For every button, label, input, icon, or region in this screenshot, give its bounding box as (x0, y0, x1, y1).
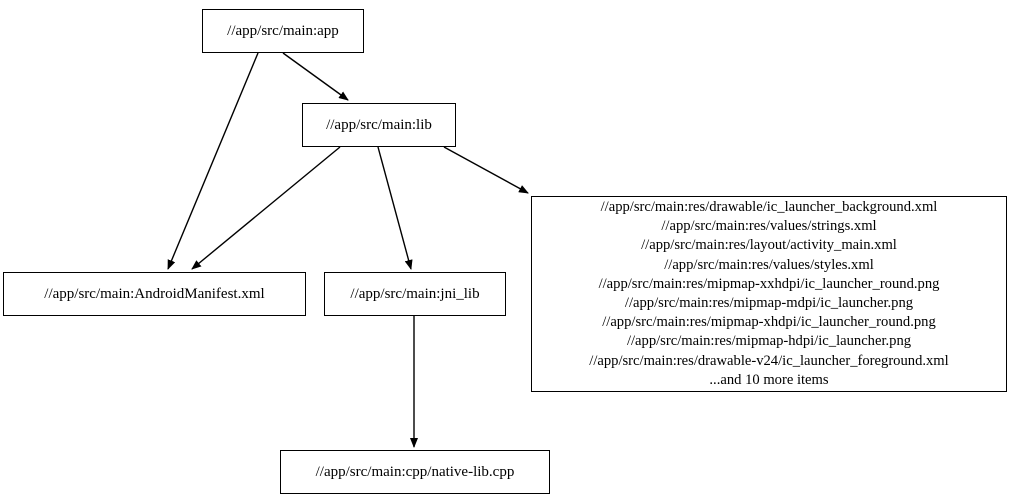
node-resources-group-lines: //app/src/main:res/drawable/ic_launcher_… (540, 198, 998, 390)
edge-lib-to-resources (443, 146, 529, 194)
edge-lib-to-manifest (191, 146, 341, 270)
node-native-lib-cpp-label: //app/src/main:cpp/native-lib.cpp (315, 463, 515, 480)
resource-line: //app/src/main:res/drawable/ic_launcher_… (600, 198, 938, 215)
resource-line: //app/src/main:res/mipmap-xhdpi/ic_launc… (602, 314, 936, 331)
resource-line: //app/src/main:res/mipmap-mdpi/ic_launch… (624, 295, 914, 311)
node-lib-label: //app/src/main:lib (326, 116, 432, 133)
node-native-lib-cpp[interactable]: //app/src/main:cpp/native-lib.cpp (280, 450, 550, 494)
resource-line: //app/src/main:res/mipmap-hdpi/ic_launch… (626, 333, 912, 350)
resource-line: //app/src/main:res/values/styles.xml (664, 256, 874, 273)
node-lib[interactable]: //app/src/main:lib (302, 103, 456, 147)
node-jni-lib[interactable]: //app/src/main:jni_lib (324, 272, 506, 316)
edge-lib-to-jni-lib (377, 146, 413, 270)
resource-line: //app/src/main:res/mipmap-xxhdpi/ic_laun… (598, 275, 940, 292)
edge-app-to-lib (282, 52, 349, 101)
resource-line: ...and 10 more items (709, 371, 829, 388)
node-jni-lib-label: //app/src/main:jni_lib (350, 285, 480, 302)
edge-app-to-manifest (167, 52, 259, 270)
node-app[interactable]: //app/src/main:app (202, 9, 364, 53)
resource-line: //app/src/main:res/layout/activity_main.… (641, 237, 897, 254)
resource-line: //app/src/main:res/values/strings.xml (661, 218, 877, 235)
resource-line: //app/src/main:res/drawable-v24/ic_launc… (589, 352, 949, 369)
node-app-label: //app/src/main:app (227, 22, 339, 39)
node-android-manifest[interactable]: //app/src/main:AndroidManifest.xml (3, 272, 306, 316)
node-android-manifest-label: //app/src/main:AndroidManifest.xml (44, 285, 265, 302)
node-resources-group[interactable]: //app/src/main:res/drawable/ic_launcher_… (531, 196, 1007, 392)
